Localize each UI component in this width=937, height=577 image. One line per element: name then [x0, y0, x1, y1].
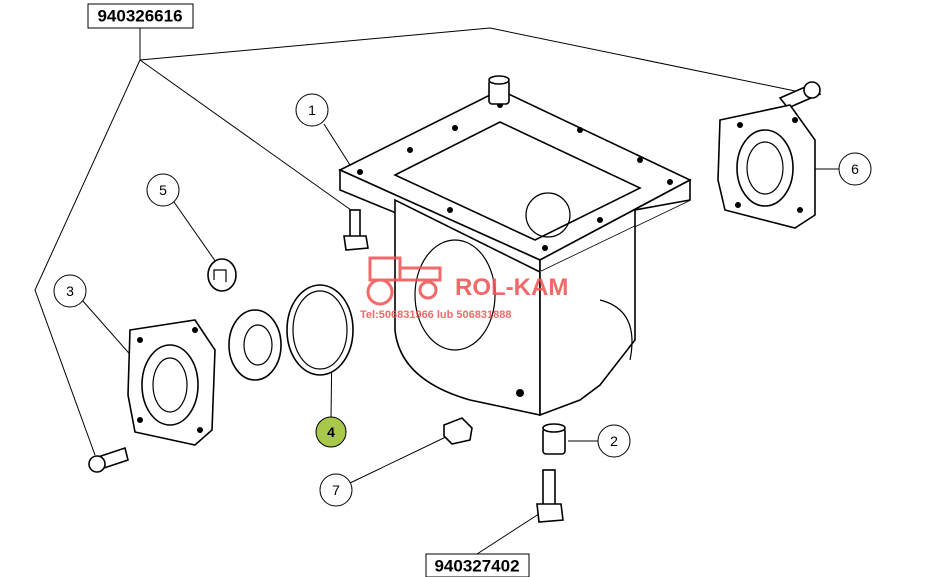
callout-7[interactable]: 7 — [319, 473, 353, 507]
part-number-bottom[interactable]: 940327402 — [425, 553, 530, 577]
svg-text:4: 4 — [327, 424, 335, 440]
callout-2[interactable]: 2 — [597, 424, 631, 458]
dowel-top — [488, 75, 510, 105]
leader-lines — [34, 27, 840, 555]
callout-3[interactable]: 3 — [53, 274, 87, 308]
cover-left — [127, 319, 216, 446]
part-number-top[interactable]: 940326616 — [87, 3, 194, 29]
svg-text:940326616: 940326616 — [97, 7, 182, 26]
gear-housing — [338, 89, 692, 417]
seal-ring — [207, 258, 237, 292]
cover-right — [717, 104, 816, 229]
callout-6[interactable]: 6 — [838, 152, 872, 186]
svg-text:5: 5 — [159, 182, 167, 198]
nut — [443, 417, 473, 445]
svg-text:2: 2 — [610, 433, 618, 449]
tractor-logo-icon — [366, 256, 442, 306]
callout-4-highlighted[interactable]: 4 — [315, 416, 347, 448]
gasket — [286, 284, 354, 376]
svg-text:7: 7 — [332, 482, 340, 498]
rol-kam-watermark: ROL-KAM Tel:506831966 lub 506831888 — [360, 256, 568, 321]
dowel-bottom — [542, 423, 566, 455]
bolt-left-bottom — [88, 446, 129, 473]
bearing — [228, 309, 282, 381]
svg-text:1: 1 — [308, 102, 316, 118]
bolt-center — [343, 209, 369, 251]
svg-text:940327402: 940327402 — [434, 557, 519, 576]
svg-text:6: 6 — [851, 161, 859, 177]
svg-text:3: 3 — [66, 283, 74, 299]
bolt-bottom — [536, 469, 564, 523]
callout-5[interactable]: 5 — [146, 173, 180, 207]
callout-1[interactable]: 1 — [295, 93, 329, 127]
watermark-brand: ROL-KAM — [455, 274, 568, 301]
watermark-contact: Tel:506831966 lub 506831888 — [360, 309, 511, 321]
bolt-right-top — [778, 81, 822, 109]
